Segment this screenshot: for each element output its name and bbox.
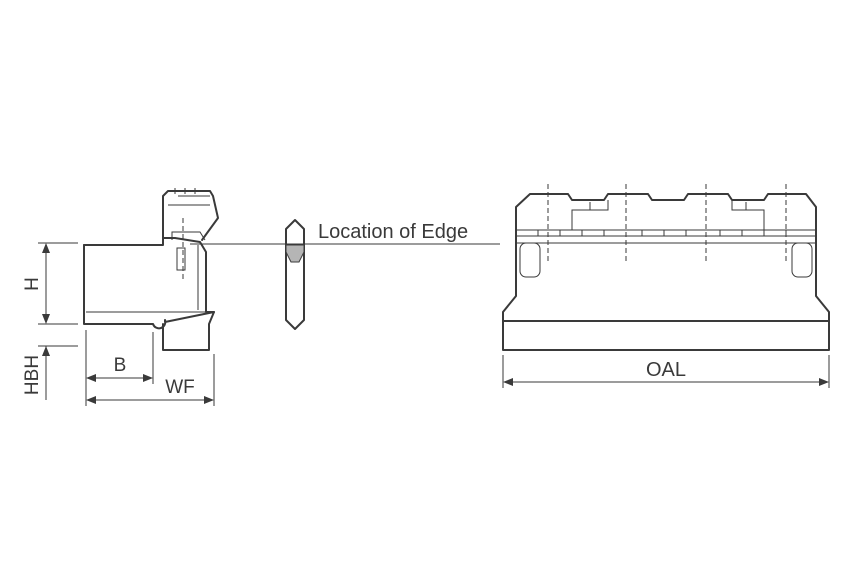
label-oal: OAL [646,359,686,381]
blade-view: Location of Edge [190,219,500,330]
label-h: H [22,277,43,291]
side-view: H HBH B WF [22,188,219,406]
label-wf: WF [165,377,195,398]
front-view: OAL [502,184,830,388]
edge-strip-ticks [537,230,787,236]
label-location-of-edge: Location of Edge [318,221,468,243]
label-hbh: HBH [22,355,43,395]
label-b: B [114,355,127,376]
blade-tip [285,244,305,263]
